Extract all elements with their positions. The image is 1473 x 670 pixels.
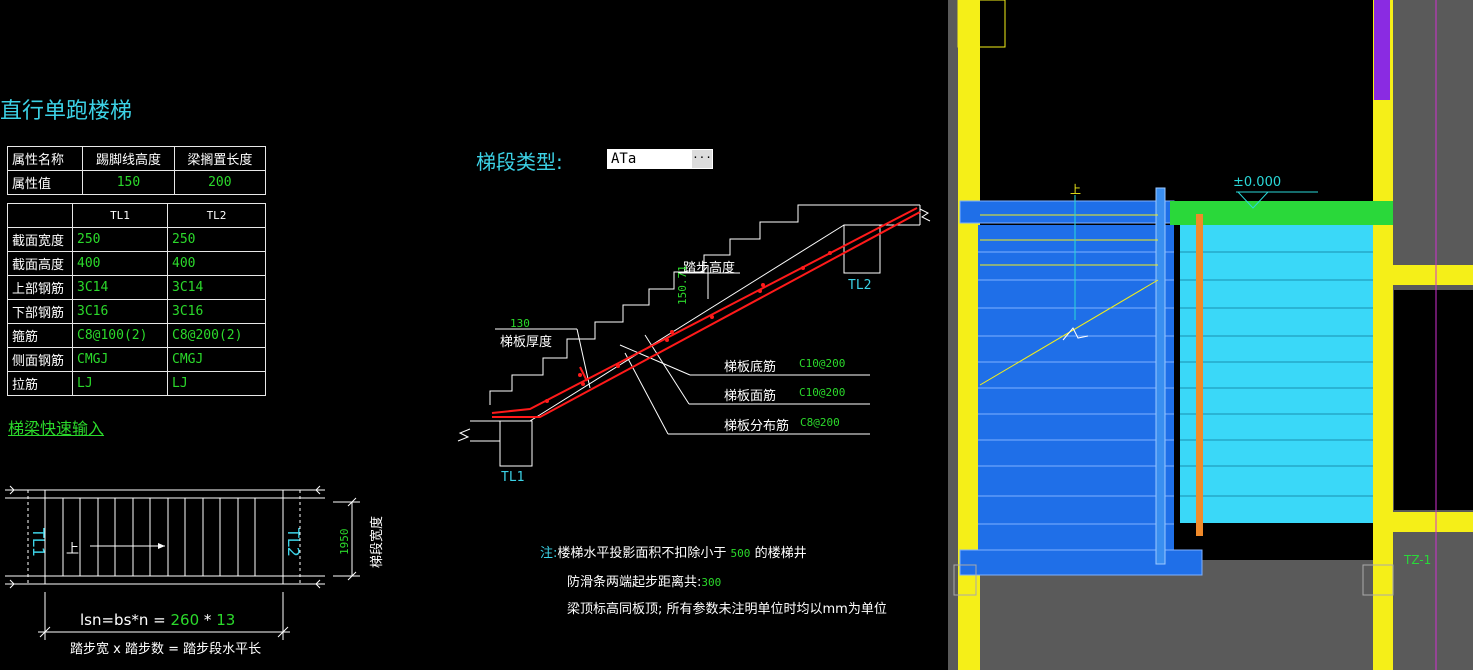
plan-formula: lsn=bs*n = 260 * 13 xyxy=(80,611,235,629)
section-tl2-label: TL2 xyxy=(848,278,872,293)
stairwell-min-area[interactable]: 500 xyxy=(730,547,751,560)
beam-row-label: 拉筋 xyxy=(7,371,73,396)
slab-thickness-label: 梯板厚度 xyxy=(500,335,553,350)
beam-row-label: 侧面钢筋 xyxy=(7,347,73,372)
beam-row-label: 截面宽度 xyxy=(7,227,73,252)
plan-tl1-label: TL1 xyxy=(29,528,48,557)
beam-quick-input-link[interactable]: 梯梁快速输入 xyxy=(8,419,105,438)
segment-type-select[interactable]: ATa ··· xyxy=(607,149,713,169)
beam-cell[interactable]: 3C16 xyxy=(167,299,266,324)
segment-type-more-button[interactable]: ··· xyxy=(692,150,712,168)
plan-width-label: 梯段宽度 xyxy=(370,515,385,568)
plan-formula-caption: 踏步宽 x 踏步数 = 踏步段水平长 xyxy=(70,642,262,657)
beam-cell[interactable]: 250 xyxy=(72,227,168,252)
prop-header-kick: 踢脚线高度 xyxy=(82,146,175,171)
plan-up-label: 上 xyxy=(66,542,80,557)
note-line-3: 梁顶标高同板顶; 所有参数未注明单位时均以mm为单位 xyxy=(567,602,887,617)
bottom-rebar-value[interactable]: C10@200 xyxy=(799,357,846,370)
note-line-2: 防滑条两端起步距离共:300 xyxy=(567,571,721,590)
note-1a: 楼梯水平投影面积不扣除小于 xyxy=(557,546,727,561)
beam-cell[interactable]: 3C16 xyxy=(72,299,168,324)
step-height-label: 踏步高度 xyxy=(683,261,736,276)
dist-rebar-value[interactable]: C8@200 xyxy=(800,416,840,429)
stair-section-drawing xyxy=(457,204,931,467)
note-1b: 的楼梯井 xyxy=(754,546,807,561)
beam-row-label: 下部钢筋 xyxy=(7,299,73,324)
note-prefix: 注: xyxy=(540,546,558,561)
seat-length-cell[interactable]: 200 xyxy=(173,170,267,195)
beam-cell[interactable]: CMGJ xyxy=(167,347,266,372)
beam-cell[interactable]: 400 xyxy=(72,251,168,276)
beam-cell[interactable]: LJ xyxy=(72,371,168,396)
beam-cell[interactable]: C8@200(2) xyxy=(167,323,266,348)
page-title: 直行单跑楼梯 xyxy=(0,99,133,124)
beam-table: TL1 TL2 截面宽度 250 250 截面高度 400 400 上部钢筋 3… xyxy=(7,203,266,396)
formula-step-width[interactable]: 260 xyxy=(170,611,200,629)
segment-type-label: 梯段类型: xyxy=(476,150,563,174)
beam-col-tl1: TL1 xyxy=(72,203,168,228)
preview-up-label: 上 xyxy=(1070,183,1081,196)
kick-height-cell[interactable]: 150 xyxy=(82,170,175,195)
prop-header-name: 属性名称 xyxy=(6,146,84,171)
stair-plan-drawing xyxy=(5,485,360,640)
prop-value-label: 属性值 xyxy=(6,170,84,195)
plan-tl2-label: TL2 xyxy=(284,528,303,557)
top-rebar-label: 梯板面筋 xyxy=(724,389,777,404)
step-height-value: 150.71 xyxy=(676,265,689,305)
note-line-1: 注:楼梯水平投影面积不扣除小于 500 的楼梯井 xyxy=(540,542,807,561)
beam-cell[interactable]: 3C14 xyxy=(167,275,266,300)
property-table: 属性名称 踢脚线高度 梁搁置长度 属性值 150 200 xyxy=(6,146,267,195)
beam-cell[interactable]: LJ xyxy=(167,371,266,396)
plan-width-value: 1950 xyxy=(338,528,351,556)
elevation-label: ±0.000 xyxy=(1233,175,1282,190)
stair-parameter-panel: 直行单跑楼梯 属性名称 踢脚线高度 梁搁置长度 属性值 150 200 TL1 … xyxy=(0,99,931,657)
stair-3d-preview[interactable]: ±0.000 上 TZ-1 xyxy=(948,0,1473,670)
beam-cell[interactable]: CMGJ xyxy=(72,347,168,372)
beam-cell[interactable]: C8@100(2) xyxy=(72,323,168,348)
section-tl1-label: TL1 xyxy=(501,470,525,485)
beam-row-label: 上部钢筋 xyxy=(7,275,73,300)
formula-mul: * xyxy=(199,611,217,629)
beam-row-label: 截面高度 xyxy=(7,251,73,276)
bottom-rebar-label: 梯板底筋 xyxy=(724,360,777,375)
slab-thickness-value: 130 xyxy=(510,317,530,330)
beam-cell[interactable]: 400 xyxy=(167,251,266,276)
anti-slip-distance[interactable]: 300 xyxy=(701,576,722,589)
segment-type-value: ATa xyxy=(611,151,637,167)
beam-table-corner xyxy=(7,203,73,228)
top-rebar-value[interactable]: C10@200 xyxy=(799,386,846,399)
beam-cell[interactable]: 3C14 xyxy=(72,275,168,300)
formula-prefix: lsn=bs*n = xyxy=(80,611,171,629)
beam-cell[interactable]: 250 xyxy=(167,227,266,252)
beam-row-label: 箍筋 xyxy=(7,323,73,348)
dist-rebar-label: 梯板分布筋 xyxy=(724,419,790,434)
column-tag: TZ-1 xyxy=(1404,553,1432,567)
prop-header-seat: 梁搁置长度 xyxy=(173,146,267,171)
formula-step-count[interactable]: 13 xyxy=(216,611,236,629)
beam-col-tl2: TL2 xyxy=(167,203,266,228)
preview-canvas[interactable] xyxy=(948,0,1473,670)
note-2a: 防滑条两端起步距离共: xyxy=(567,575,702,590)
